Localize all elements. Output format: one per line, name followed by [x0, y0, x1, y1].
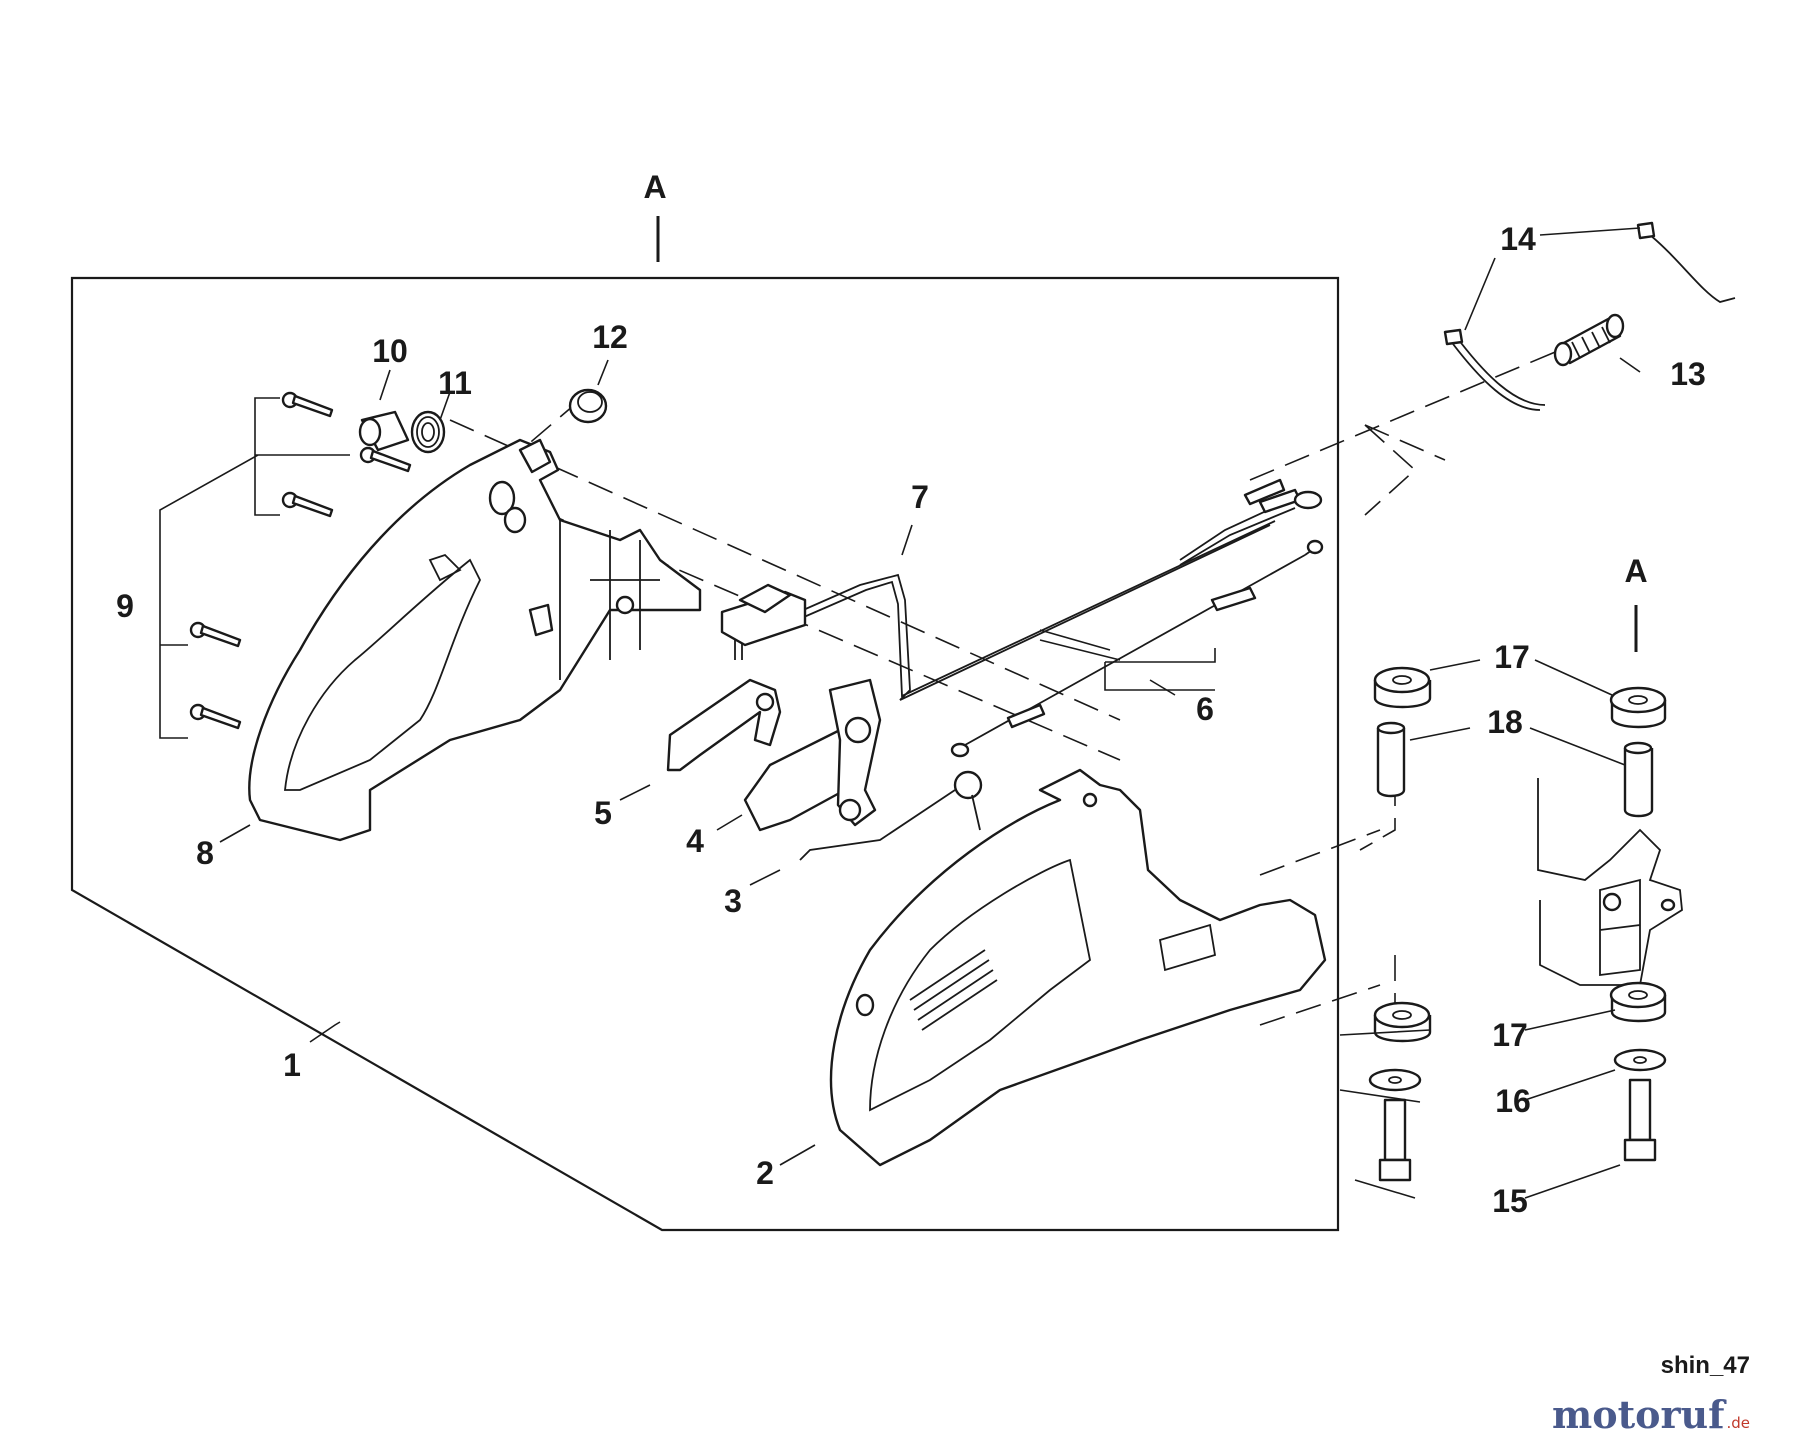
- callout-2: 2: [756, 1155, 774, 1191]
- sleeve-right: [1623, 741, 1654, 818]
- washer-left-hole: [1388, 1076, 1402, 1084]
- callout-10: 10: [372, 333, 408, 369]
- callout-4: 4: [686, 823, 704, 859]
- callout-9: 9: [116, 588, 134, 624]
- callout-3: 3: [724, 883, 742, 919]
- washer-right: [1613, 1048, 1667, 1072]
- grommet-lower-right: [1609, 981, 1667, 1023]
- left-handle-half: [248, 438, 702, 842]
- stop-switch: [720, 583, 807, 647]
- grommet-lower-left: [1373, 1001, 1432, 1043]
- watermark-name: motoruf: [1552, 1392, 1727, 1437]
- sleeve-left: [1376, 721, 1406, 798]
- grommet-upper-left: [1373, 666, 1432, 709]
- assembly-frame: [70, 276, 1340, 1232]
- sleeve-part: [358, 410, 410, 452]
- callout-12: 12: [592, 319, 628, 355]
- watermark-logo: motoruf .de: [1552, 1392, 1750, 1437]
- bolt-right: [1623, 1078, 1657, 1162]
- callout-14: 14: [1500, 221, 1536, 257]
- callout-1: 1: [283, 1047, 301, 1083]
- diagram-code: shin_47: [1661, 1352, 1750, 1379]
- screw-set: [189, 391, 412, 730]
- callout-8: 8: [196, 835, 214, 871]
- washer-right-hole: [1633, 1056, 1647, 1064]
- spiral-sleeve: [1553, 313, 1625, 367]
- washer-left: [1368, 1068, 1422, 1092]
- spring-part: [410, 410, 446, 454]
- bracket-9: [159, 397, 350, 739]
- callout-17-lower: 17: [1492, 1017, 1528, 1053]
- callout-7: 7: [911, 479, 929, 515]
- throttle-lever: [666, 678, 782, 772]
- bolt-left: [1378, 1098, 1412, 1182]
- wiring-harness: [734, 478, 1323, 701]
- safety-lever: [743, 678, 882, 832]
- mount-bracket-detail: [1537, 778, 1683, 986]
- callout-5: 5: [594, 795, 612, 831]
- callout-6: 6: [1196, 691, 1214, 727]
- callout-17-upper: 17: [1494, 639, 1530, 675]
- grommet-upper-right: [1609, 686, 1667, 729]
- leader-lines: [219, 227, 1641, 1199]
- throttle-cable: [950, 539, 1324, 758]
- right-handle-half: [829, 768, 1327, 1167]
- callout-16: 16: [1495, 1083, 1531, 1119]
- callout-13: 13: [1670, 356, 1706, 392]
- callout-15: 15: [1492, 1183, 1528, 1219]
- marker-a-top: A: [643, 169, 666, 205]
- torsion-spring: [799, 770, 983, 861]
- callout-18: 18: [1487, 704, 1523, 740]
- marker-a-right: A: [1624, 553, 1647, 589]
- watermark-suffix: .de: [1726, 1414, 1750, 1432]
- bracket-6: [1104, 648, 1216, 691]
- cap-part: [568, 388, 608, 424]
- cable-ties: [1443, 221, 1736, 411]
- callout-11: 11: [438, 365, 472, 401]
